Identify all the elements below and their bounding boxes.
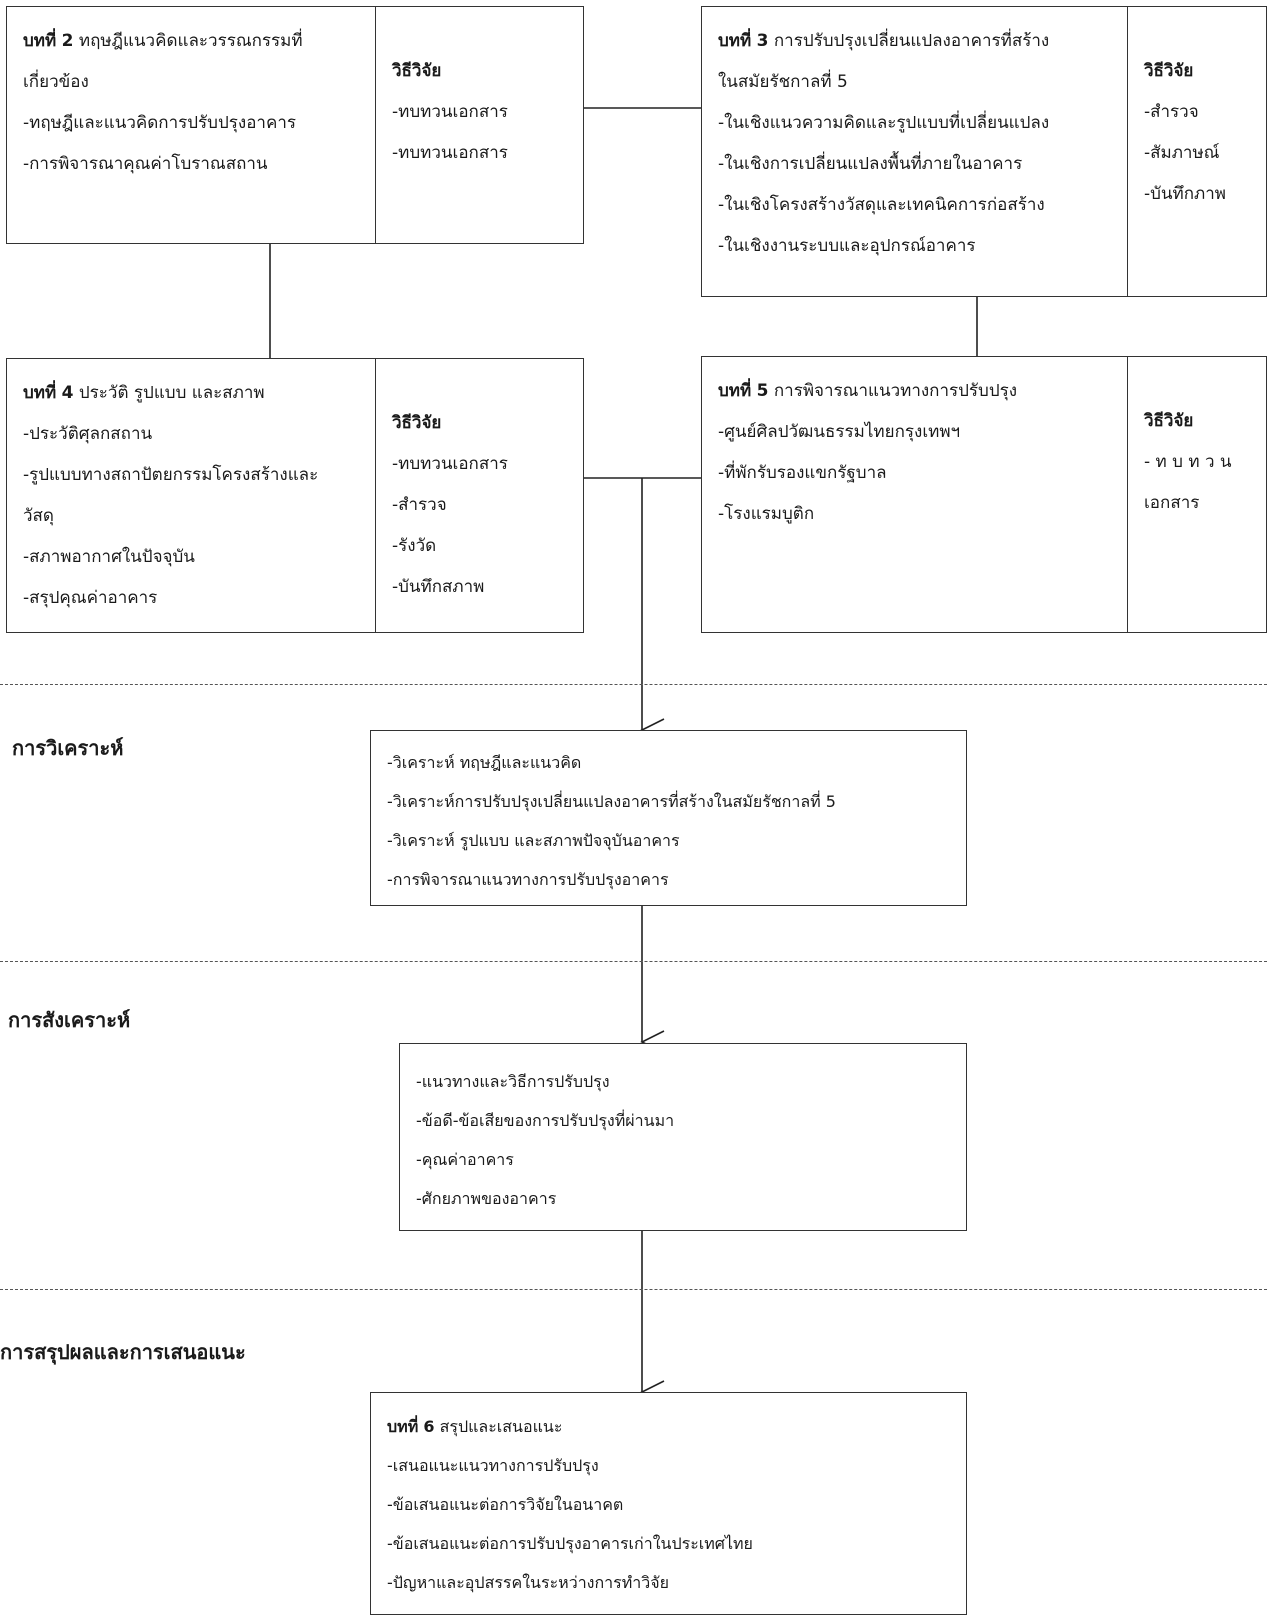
chapter-5-prefix: บทที่ — [718, 381, 752, 401]
chapter-2-methods: วิธีวิจัย -ทบทวนเอกสาร -ทบทวนเอกสาร — [375, 7, 583, 243]
chapter-4-item: -สรุปคุณค่าอาคาร — [23, 588, 158, 608]
chapter-5-number: 5 — [756, 381, 769, 401]
chapter-2-heading: บทที่ 2 ทฤษฎีแนวคิดและวรรณกรรมที่ — [23, 21, 361, 62]
chapter-3-number: 3 — [756, 31, 769, 51]
chapter-2-method: -ทบทวนเอกสาร — [392, 102, 508, 122]
synthesis-item: -คุณค่าอาคาร — [416, 1150, 514, 1169]
chapter-2-item: -ทฤษฎีและแนวคิดการปรับปรุงอาคาร — [23, 113, 297, 133]
chapter-3-method-title: วิธีวิจัย — [1144, 61, 1194, 81]
chapter-5-methods: วิธีวิจัย - ท บ ท ว น เอกสาร — [1127, 357, 1266, 632]
chapter-6-number: 6 — [423, 1417, 435, 1436]
section-label-analysis: การวิเคราะห์ — [12, 736, 124, 760]
analysis-box: -วิเคราะห์ ทฤษฎีและแนวคิด -วิเคราะห์การป… — [370, 730, 967, 906]
chapter-2-content: บทที่ 2 ทฤษฎีแนวคิดและวรรณกรรมที่ เกี่ยว… — [7, 7, 375, 243]
chapter-4-method: -สำรวจ — [392, 495, 447, 515]
chapter-3-box: บทที่ 3 การปรับปรุงเปลี่ยนแปลงอาคารที่สร… — [701, 6, 1267, 297]
conclusion-item: -ข้อเสนอแนะต่อการปรับปรุงอาคารเก่าในประเ… — [387, 1534, 753, 1553]
chapter-4-item: -ประวัติศุลกสถาน — [23, 424, 153, 444]
chapter-5-box: บทที่ 5 การพิจารณาแนวทางการปรับปรุง -ศูน… — [701, 356, 1267, 633]
chapter-4-method: -รังวัด — [392, 536, 437, 556]
chapter-5-item: -โรงแรมบูติก — [718, 504, 815, 524]
conclusion-item: -ปัญหาและอุปสรรคในระหว่างการทำวิจัย — [387, 1573, 670, 1592]
chapter-2-box: บทที่ 2 ทฤษฎีแนวคิดและวรรณกรรมที่ เกี่ยว… — [6, 6, 584, 244]
chapter-3-item: -ในเชิงการเปลี่ยนแปลงพื้นที่ภายในอาคาร — [718, 154, 1023, 174]
chapter-5-item: -ศูนย์ศิลปวัฒนธรรมไทยกรุงเทพฯ — [718, 422, 961, 442]
chapter-2-title: ทฤษฎีแนวคิดและวรรณกรรมที่ — [78, 31, 303, 51]
chapter-3-item: -ในเชิงแนวความคิดและรูปแบบที่เปลี่ยนแปลง — [718, 113, 1050, 133]
chapter-5-title: การพิจารณาแนวทางการปรับปรุง — [773, 381, 1018, 401]
chapter-4-content: บทที่ 4 ประวัติ รูปแบบ และสภาพ -ประวัติศ… — [7, 359, 375, 632]
chapter-3-method: -บันทึกภาพ — [1144, 184, 1227, 204]
section-label-conclusion: การสรุปผลและการเสนอแนะ — [0, 1340, 246, 1364]
chapter-4-method-title: วิธีวิจัย — [392, 413, 442, 433]
chapter-2-method: -ทบทวนเอกสาร — [392, 143, 508, 163]
chapter-2-item: -การพิจารณาคุณค่าโบราณสถาน — [23, 154, 268, 174]
chapter-3-item: -ในเชิงงานระบบและอุปกรณ์อาคาร — [718, 236, 976, 256]
conclusion-box: บทที่ 6 สรุปและเสนอแนะ -เสนอแนะแนวทางการ… — [370, 1392, 967, 1615]
chapter-6-title: สรุปและเสนอแนะ — [439, 1417, 563, 1436]
chapter-4-prefix: บทที่ — [23, 383, 57, 403]
synthesis-item: -แนวทางและวิธีการปรับปรุง — [416, 1072, 610, 1091]
section-label-synthesis: การสังเคราะห์ — [8, 1008, 131, 1032]
chapter-5-method: เอกสาร — [1144, 493, 1200, 513]
analysis-item: -การพิจารณาแนวทางการปรับปรุงอาคาร — [387, 870, 669, 889]
chapter-2-title-cont: เกี่ยวข้อง — [23, 72, 89, 92]
chapter-4-box: บทที่ 4 ประวัติ รูปแบบ และสภาพ -ประวัติศ… — [6, 358, 584, 633]
chapter-4-item: วัสดุ — [23, 506, 54, 526]
chapter-6-heading: บทที่ 6 สรุปและเสนอแนะ — [387, 1407, 950, 1446]
analysis-item: -วิเคราะห์ ทฤษฎีและแนวคิด — [387, 753, 582, 772]
chapter-2-method-title: วิธีวิจัย — [392, 61, 442, 81]
analysis-item: -วิเคราะห์การปรับปรุงเปลี่ยนแปลงอาคารที่… — [387, 792, 836, 811]
chapter-6-prefix: บทที่ — [387, 1417, 419, 1436]
chapter-5-method: - ท บ ท ว น — [1144, 452, 1232, 472]
chapter-3-item: -ในเชิงโครงสร้างวัสดุและเทคนิคการก่อสร้า… — [718, 195, 1045, 215]
chapter-4-item: -รูปแบบทางสถาปัตยกรรมโครงสร้างและ — [23, 465, 319, 485]
chapter-4-method: -บันทึกสภาพ — [392, 577, 485, 597]
chapter-3-methods: วิธีวิจัย -สำรวจ -สัมภาษณ์ -บันทึกภาพ — [1127, 7, 1266, 296]
chapter-3-content: บทที่ 3 การปรับปรุงเปลี่ยนแปลงอาคารที่สร… — [702, 7, 1127, 296]
chapter-4-number: 4 — [61, 383, 74, 403]
chapter-3-title-cont: ในสมัยรัชกาลที่ 5 — [718, 72, 848, 92]
chapter-2-prefix: บทที่ — [23, 31, 57, 51]
chapter-4-item: -สภาพอากาศในปัจจุบัน — [23, 547, 195, 567]
separator-conclusion — [0, 1289, 1267, 1290]
conclusion-item: -ข้อเสนอแนะต่อการวิจัยในอนาคต — [387, 1495, 624, 1514]
chapter-3-heading: บทที่ 3 การปรับปรุงเปลี่ยนแปลงอาคารที่สร… — [718, 21, 1113, 62]
chapter-3-prefix: บทที่ — [718, 31, 752, 51]
chapter-5-item: -ที่พักรับรองแขกรัฐบาล — [718, 463, 887, 483]
analysis-item: -วิเคราะห์ รูปแบบ และสภาพปัจจุบันอาคาร — [387, 831, 680, 850]
synthesis-item: -ศักยภาพของอาคาร — [416, 1189, 557, 1208]
chapter-3-title: การปรับปรุงเปลี่ยนแปลงอาคารที่สร้าง — [773, 31, 1050, 51]
separator-synthesis — [0, 961, 1267, 962]
chapter-2-number: 2 — [61, 31, 74, 51]
chapter-4-methods: วิธีวิจัย -ทบทวนเอกสาร -สำรวจ -รังวัด -บ… — [375, 359, 583, 632]
chapter-5-heading: บทที่ 5 การพิจารณาแนวทางการปรับปรุง — [718, 371, 1113, 412]
chapter-3-method: -สัมภาษณ์ — [1144, 143, 1220, 163]
chapter-4-title: ประวัติ รูปแบบ และสภาพ — [78, 383, 265, 403]
synthesis-item: -ข้อดี-ข้อเสียของการปรับปรุงที่ผ่านมา — [416, 1111, 675, 1130]
separator-analysis — [0, 684, 1267, 685]
chapter-5-content: บทที่ 5 การพิจารณาแนวทางการปรับปรุง -ศูน… — [702, 357, 1127, 632]
chapter-4-method: -ทบทวนเอกสาร — [392, 454, 508, 474]
chapter-3-method: -สำรวจ — [1144, 102, 1199, 122]
synthesis-box: -แนวทางและวิธีการปรับปรุง -ข้อดี-ข้อเสีย… — [399, 1043, 967, 1231]
chapter-4-heading: บทที่ 4 ประวัติ รูปแบบ และสภาพ — [23, 373, 361, 414]
chapter-5-method-title: วิธีวิจัย — [1144, 411, 1194, 431]
conclusion-item: -เสนอแนะแนวทางการปรับปรุง — [387, 1456, 599, 1475]
